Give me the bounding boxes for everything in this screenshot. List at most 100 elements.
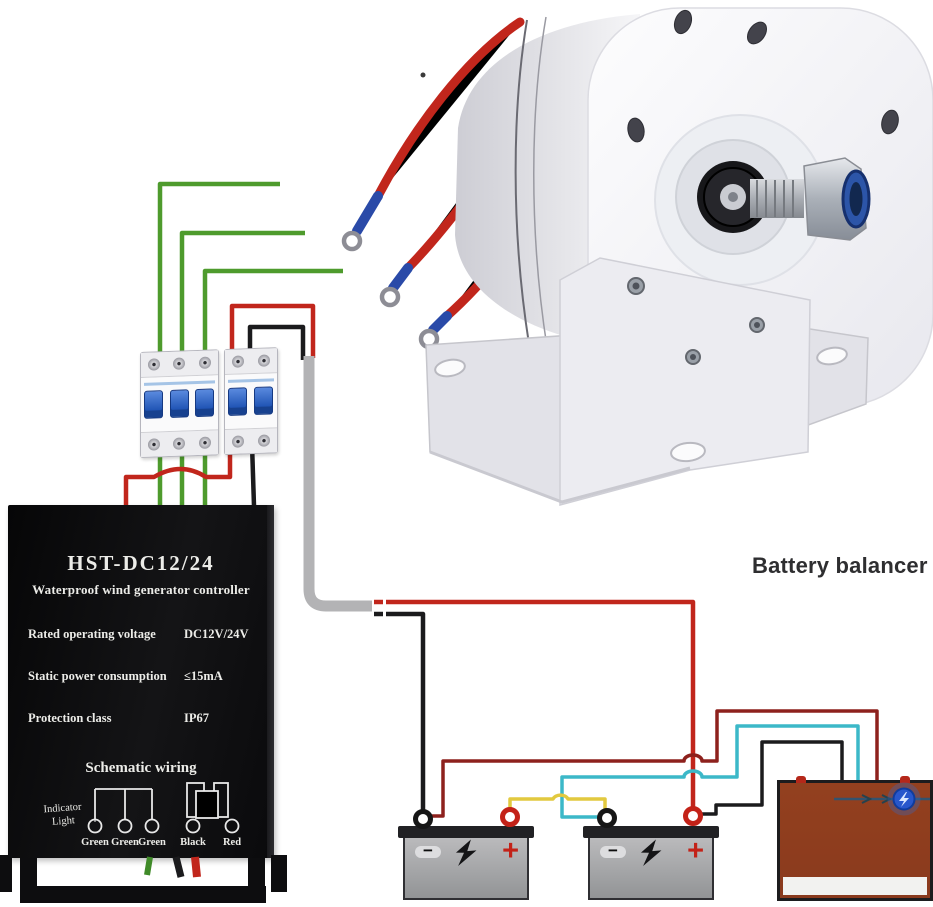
controller-positive-wire [123,444,233,506]
motor-seam [514,19,530,345]
series-link-wire [508,793,607,812]
spec-value: IP67 [184,711,209,725]
balancer-bminus-wire [427,709,879,818]
breaker-toggle [144,390,164,419]
breaker-top-terminals [141,350,218,378]
red-cable-1 [373,17,525,201]
nylon-ring-center [849,182,863,216]
controller-schematic-drawing [87,782,240,834]
phase-wire-3 [202,268,343,356]
controller-model: HST-DC12/24 [67,551,215,575]
face-bolts [627,9,899,143]
schematic-title: Schematic wiring [85,760,197,776]
case-screw-icon [267,587,273,593]
controller-negative-wire [249,443,257,507]
breaker-toggle [169,389,189,418]
bracket-edge [429,450,691,504]
breaker-bottom-terminals [224,427,277,455]
blue-sleeve-1 [352,191,383,236]
bracket-bolts [627,277,765,365]
minus-symbol: − [415,842,441,859]
breaker-toggle [228,387,248,416]
diagram-wires [123,181,879,819]
spec-value: ≤15mA [184,669,223,683]
spec-label: Rated operating voltage [28,627,156,641]
balancer-terminal [900,776,910,783]
shaft-and-nut [750,157,871,241]
circuit-breakers [140,347,278,458]
terminal-screw-icon [257,434,270,447]
battery-balancer-box [777,776,933,901]
mount-frame-right [248,858,265,903]
breaker-2pole [223,347,278,456]
terminal-screw-icon [147,438,160,451]
lightning-bolt-icon [640,839,662,867]
sheathed-cable [303,356,372,612]
breaker-switches [141,375,218,432]
mount-frame-left [20,858,37,903]
breaker-3pole [140,349,219,458]
battery-body: − + [588,835,714,900]
breaker-bottom-terminals [141,429,218,457]
breaker-switches [224,373,277,430]
spec-label: Static power consumption [28,669,167,683]
battery-balancer-label: Battery balancer [752,553,928,578]
ring-lug-icon [341,230,363,252]
ring-lug-icon [379,286,401,308]
mounting-bracket [425,257,869,506]
battery-positive-wire [386,599,696,813]
controller-subtitle: Waterproof wind generator controller [32,582,250,597]
blue-sleeve-2 [388,263,413,293]
dc-negative-jumper [247,324,306,360]
speck [420,72,426,78]
battery-negative-wire [386,611,426,813]
mount-slots [434,346,848,463]
terminal-screw-icon [257,354,270,367]
terminal-screw-icon [198,356,211,369]
generator-motor [425,7,933,506]
breaker-top-terminals [224,348,277,376]
battery-top-bar [583,826,719,838]
terminal-label: Green [81,837,109,848]
terminal-screw-icon [173,357,186,370]
plus-symbol: + [687,835,704,867]
plus-symbol: + [502,835,519,867]
terminal-screw-icon [198,436,211,449]
terminal-screw-icon [173,437,186,450]
battery-symbol [195,790,219,819]
balancer-bplus-wire [697,740,844,816]
phase-wire-1 [157,181,280,356]
terminal-label: Red [222,837,242,848]
mount-frame-bottom [20,886,266,903]
motor-seam [533,16,548,348]
breaker-toggle [195,388,215,418]
spec-value: DC12V/24V [184,627,249,641]
mount-tab-right [271,855,287,892]
bracket-plate [559,257,811,506]
terminal-screw-icon [147,358,160,371]
breaker-toggle [254,386,274,416]
balancer-bottom-strip [783,877,927,895]
lightning-bolt-icon [455,839,477,867]
mount-tab-left [0,855,12,892]
case-screw-icon [267,815,273,821]
balancer-terminal [796,776,806,783]
minus-symbol: − [600,842,626,859]
terminal-screw-icon [231,355,244,368]
blue-sleeve-3 [428,311,452,335]
battery-1: − + [398,826,534,902]
phase-wire-2 [179,230,305,356]
terminal-label: Green [111,837,139,848]
balancer-mid-wire [560,724,860,819]
battery-top-bar [398,826,534,838]
shaft-center [728,192,738,202]
wind-controller: HST-DC12/24 Waterproof wind generator co… [8,505,274,858]
dc-positive-jumper [229,303,316,358]
spec-label: Protection class [28,711,112,725]
battery-2: − + [583,826,719,902]
terminal-screw-icon [231,435,244,448]
terminal-label: Green [138,837,166,848]
terminal-label: Black [180,837,206,848]
